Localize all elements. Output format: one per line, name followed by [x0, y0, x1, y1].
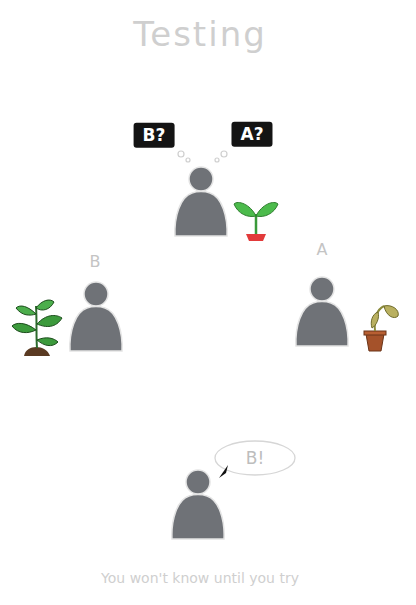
thought-dots — [178, 151, 227, 162]
speech-bubble — [215, 441, 295, 478]
person-node: B?A? — [172, 165, 230, 237]
person-head — [84, 282, 108, 306]
option-label: B — [90, 253, 101, 271]
option-label: A — [317, 241, 328, 259]
person-node: B! — [169, 468, 227, 540]
person-body — [296, 302, 348, 347]
healthy-plant — [12, 300, 62, 356]
person-head — [189, 167, 213, 191]
person-body — [172, 495, 224, 540]
person-body — [70, 307, 122, 352]
thought-bubble: A? — [231, 122, 272, 147]
diagram-caption: You won't know until you try — [0, 570, 400, 586]
person-head — [310, 277, 334, 301]
person-figure — [67, 280, 125, 352]
seedling — [234, 203, 278, 242]
diagram-title: Testing — [0, 14, 400, 54]
thought-bubble: B? — [134, 123, 175, 148]
person-figure — [172, 165, 230, 237]
person-body — [175, 192, 227, 237]
person-node: B — [67, 280, 125, 352]
person-figure — [293, 275, 351, 347]
person-head — [186, 470, 210, 494]
speech-text: B! — [246, 449, 264, 468]
wilted-plant — [364, 306, 398, 351]
person-figure — [169, 468, 227, 540]
person-node: A — [293, 275, 351, 347]
